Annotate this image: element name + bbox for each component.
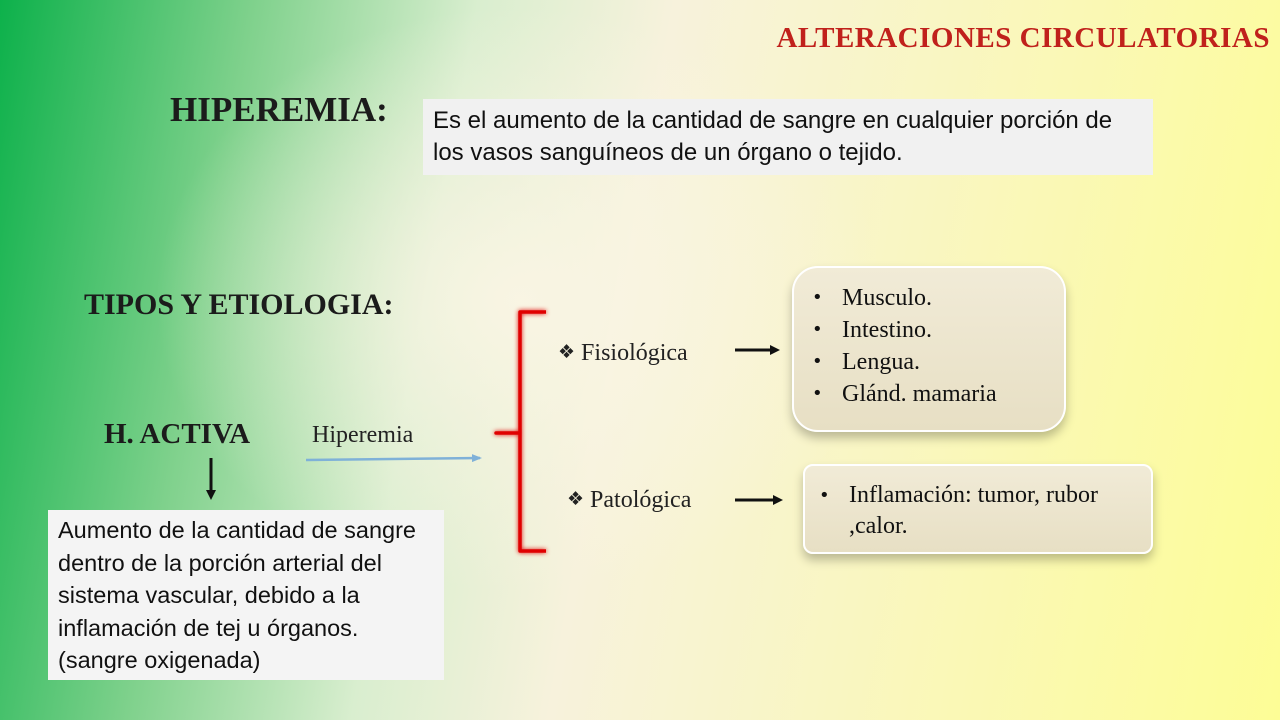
hiperemia-definition: Es el aumento de la cantidad de sangre e… [423,99,1153,175]
list-item: Inflamación: tumor, rubor ,calor. [819,480,1139,542]
list-item: Musculo. [812,282,1064,314]
list-item: Intestino. [812,314,1064,346]
branch-fisiologica: ❖Fisiológica [558,340,688,367]
activa-description: Aumento de la cantidad de sangre dentro … [48,510,444,680]
branch-patologica: ❖Patológica [567,487,691,514]
hiperemia-blue-arrow [305,454,482,463]
red-bracket [494,310,546,553]
list-item: Lengua. [812,346,1064,378]
hiperemia-heading: HIPEREMIA: [170,90,388,129]
slide-title: ALTERACIONES CIRCULATORIAS [776,22,1270,54]
patologica-card: Inflamación: tumor, rubor ,calor. [803,464,1153,554]
activa-heading: H. ACTIVA [104,418,251,450]
branch-label: Patológica [590,487,692,513]
tipos-heading: TIPOS Y ETIOLOGIA: [84,288,394,321]
diamond-bullet-icon: ❖ [567,488,585,510]
hiperemia-arrow-label: Hiperemia [312,422,414,448]
branch-label: Fisiológica [581,340,688,366]
fisiologica-card: Musculo. Intestino. Lengua. Glánd. mamar… [792,266,1066,432]
diamond-bullet-icon: ❖ [558,341,576,363]
list-item: Glánd. mamaria [812,378,1064,410]
